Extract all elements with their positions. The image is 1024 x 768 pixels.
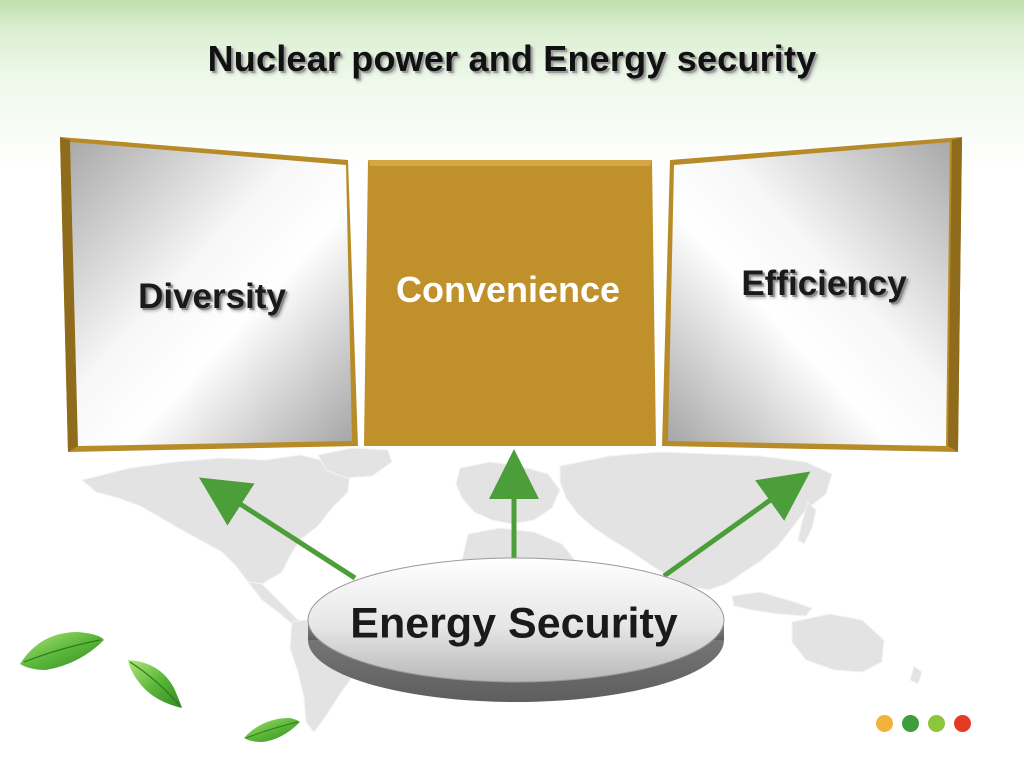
footer-dot-red [954, 715, 971, 732]
map-greenland [317, 447, 393, 479]
map-southeast-asia [731, 591, 813, 617]
panel-diversity-label: Diversity [138, 277, 286, 316]
footer-dot-lime [928, 715, 945, 732]
energy-security-disc [307, 557, 725, 702]
map-japan [797, 501, 817, 545]
leaf-decoration-2 [128, 660, 182, 708]
arrow-to-diversity [198, 477, 357, 581]
footer-dot-green [902, 715, 919, 732]
map-australia [791, 613, 885, 673]
panel-diversity [60, 137, 358, 452]
leaf-decoration-3 [244, 718, 300, 742]
panel-convenience [364, 160, 656, 446]
page-title: Nuclear power and Energy security [207, 38, 817, 79]
footer-dot-orange [876, 715, 893, 732]
footer-dots [876, 715, 971, 732]
map-new-zealand [909, 665, 923, 685]
arrow-to-efficiency [662, 471, 811, 579]
panel-efficiency-label: Efficiency [741, 264, 907, 303]
energy-security-label: Energy Security [350, 599, 678, 648]
panel-efficiency [662, 137, 962, 452]
leaf-decoration-1 [20, 632, 104, 670]
arrows [198, 449, 811, 581]
panel-convenience-label: Convenience [395, 269, 621, 310]
